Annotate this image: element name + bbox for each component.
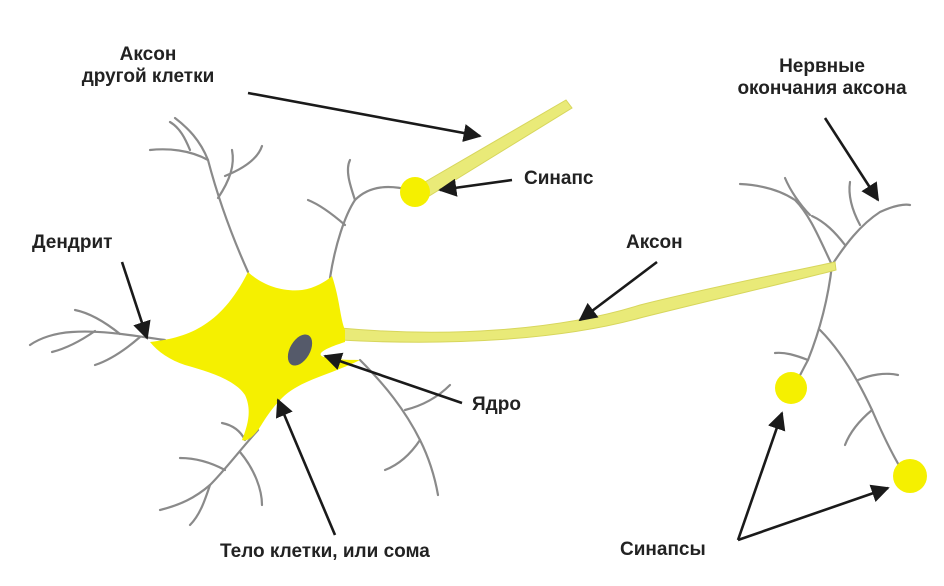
arrow-synapses-2	[738, 488, 888, 540]
axon-shape	[340, 262, 836, 342]
arrow-synapses-1	[738, 413, 782, 540]
synapse-ball-right-2	[893, 459, 927, 493]
arrow-other-axon	[248, 93, 480, 136]
arrow-nerve-endings	[825, 118, 878, 200]
label-other-axon-line2: другой клетки	[48, 66, 248, 88]
label-nerve-endings-line1: Нервные	[700, 56, 944, 78]
label-other-axon-line1: Аксон	[48, 44, 248, 66]
arrow-nucleus	[325, 356, 462, 403]
label-synapse: Синапс	[524, 168, 594, 190]
label-nucleus: Ядро	[472, 394, 521, 416]
label-cell-body: Тело клетки, или сома	[220, 541, 430, 563]
label-nerve-endings: Нервные окончания аксона	[700, 56, 944, 100]
label-synapses: Синапсы	[620, 539, 706, 561]
arrow-cell-body	[278, 400, 335, 535]
label-axon: Аксон	[626, 232, 683, 254]
synapse-ball-top	[400, 177, 430, 207]
synapse-ball-right-1	[775, 372, 807, 404]
label-nerve-endings-line2: окончания аксона	[700, 78, 944, 100]
arrow-dendrite	[122, 262, 147, 338]
dendrites	[30, 118, 910, 525]
label-other-axon: Аксон другой клетки	[48, 44, 248, 88]
label-dendrite: Дендрит	[32, 232, 112, 254]
